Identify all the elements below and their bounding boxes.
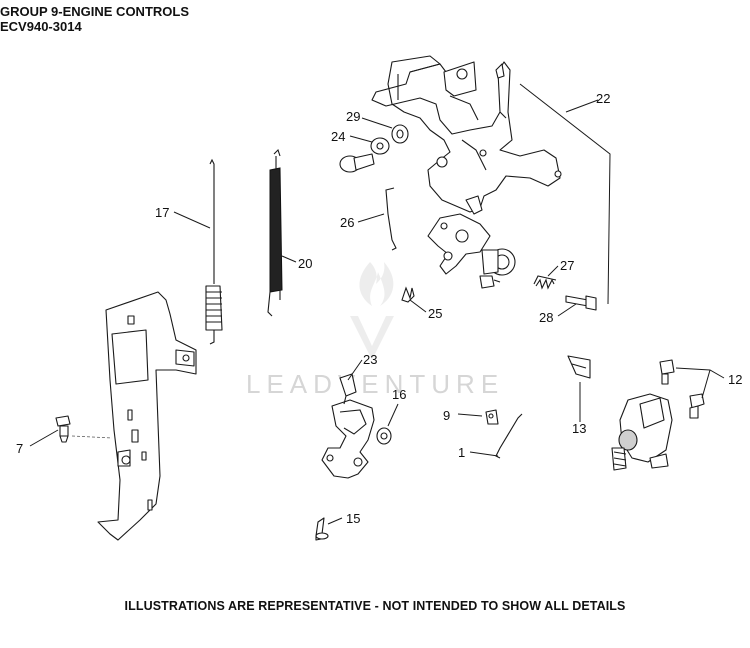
bolt-alignment-line [71,435,113,439]
disclaimer-note: ILLUSTRATIONS ARE REPRESENTATIVE - NOT I… [124,599,626,613]
callout-labels: 1 7 9 12 13 15 16 17 20 22 23 24 25 26 2… [16,91,742,526]
part-13-clip[interactable] [567,355,591,379]
watermark-flame-icon [350,262,394,360]
model-number: ECV940-3014 [0,19,82,34]
callout-1[interactable]: 1 [458,445,465,460]
part-27-spring[interactable] [533,275,557,290]
part-23-lever-assembly[interactable] [321,373,375,479]
callout-12[interactable]: 12 [728,372,742,387]
callout-24[interactable]: 24 [331,129,345,144]
callout-17[interactable]: 17 [155,205,169,220]
callout-20[interactable]: 20 [298,256,312,271]
callout-27[interactable]: 27 [560,258,574,273]
callout-23[interactable]: 23 [363,352,377,367]
part-7-bolt[interactable] [55,415,71,443]
callout-13[interactable]: 13 [572,421,586,436]
part-28-bolt[interactable] [565,295,597,311]
callout-7[interactable]: 7 [16,441,23,456]
callout-9[interactable]: 9 [443,408,450,423]
part-20-spring[interactable] [267,148,283,317]
part-29-nut[interactable] [391,124,409,144]
part-16-nut[interactable] [376,427,392,445]
part-17-cable[interactable] [205,158,223,345]
pivot-bolt[interactable] [339,153,375,173]
callout-22[interactable]: 22 [596,91,610,106]
part-25-spring[interactable] [401,286,415,303]
part-12-solenoid[interactable] [611,393,673,471]
callout-16[interactable]: 16 [392,387,406,402]
mounting-bracket[interactable] [97,291,197,541]
part-1-link-rod[interactable] [495,413,523,459]
governor-lever-assembly[interactable] [427,195,516,289]
diagram-title: GROUP 9-ENGINE CONTROLS [0,4,190,19]
leader-lines [29,83,725,525]
part-26-link-rod[interactable] [385,187,397,251]
watermark-text: LEADVENTURE [246,369,504,399]
callout-29[interactable]: 29 [346,109,360,124]
callout-26[interactable]: 26 [340,215,354,230]
part-15-pin[interactable] [315,517,329,541]
diagram-header: GROUP 9-ENGINE CONTROLS ECV940-3014 [0,4,189,34]
part-9-clip[interactable] [485,409,499,425]
callout-25[interactable]: 25 [428,306,442,321]
part-22-control-bracket[interactable] [371,55,562,213]
callout-28[interactable]: 28 [539,310,553,325]
callout-15[interactable]: 15 [346,511,360,526]
part-12-screw-upper[interactable] [659,359,675,385]
watermark: LEADVENTURE [246,262,504,399]
part-24-washer[interactable] [370,137,390,155]
part-12-screw-lower[interactable] [689,393,705,419]
